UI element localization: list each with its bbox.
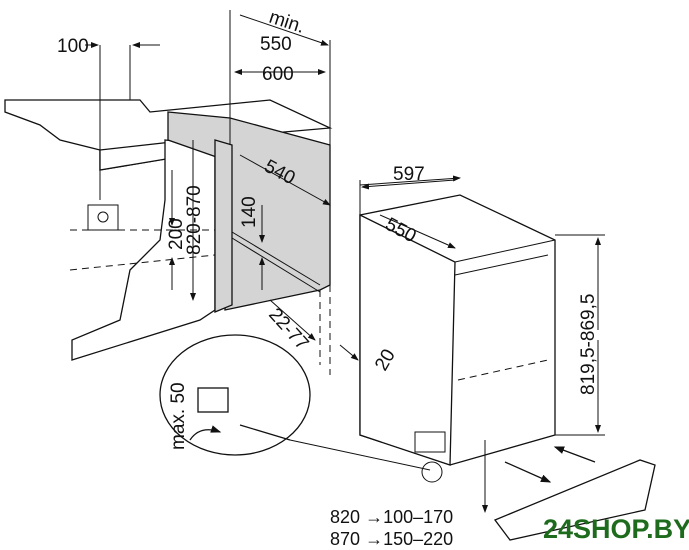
label-niche-depth-min: 550 bbox=[260, 34, 292, 55]
refrigerator bbox=[359, 194, 556, 466]
plinth-row: 870 →150–220 bbox=[330, 529, 453, 549]
plinth bbox=[493, 459, 656, 541]
label-plinth-gap: 140 bbox=[239, 196, 260, 228]
label-foot-adjust: max. 50 bbox=[168, 382, 189, 450]
watermark: 24SHOP.BY bbox=[543, 514, 689, 544]
foot-detail bbox=[159, 334, 443, 483]
plinth-table: 820 →100–170 870 →150–220 bbox=[330, 507, 453, 549]
socket-icon bbox=[87, 204, 119, 231]
label-appliance-width: 597 bbox=[393, 164, 425, 185]
niche-side-panel bbox=[214, 139, 233, 313]
label-niche-height: 820-870 bbox=[184, 185, 205, 255]
label-offset-top: 100 bbox=[57, 36, 89, 57]
label-worktop-depth: 600 bbox=[262, 64, 294, 85]
plinth-row: 820 →100–170 bbox=[330, 507, 453, 527]
label-vent-height: 200 bbox=[166, 218, 187, 250]
label-appliance-height: 819,5-869,5 bbox=[578, 294, 599, 395]
